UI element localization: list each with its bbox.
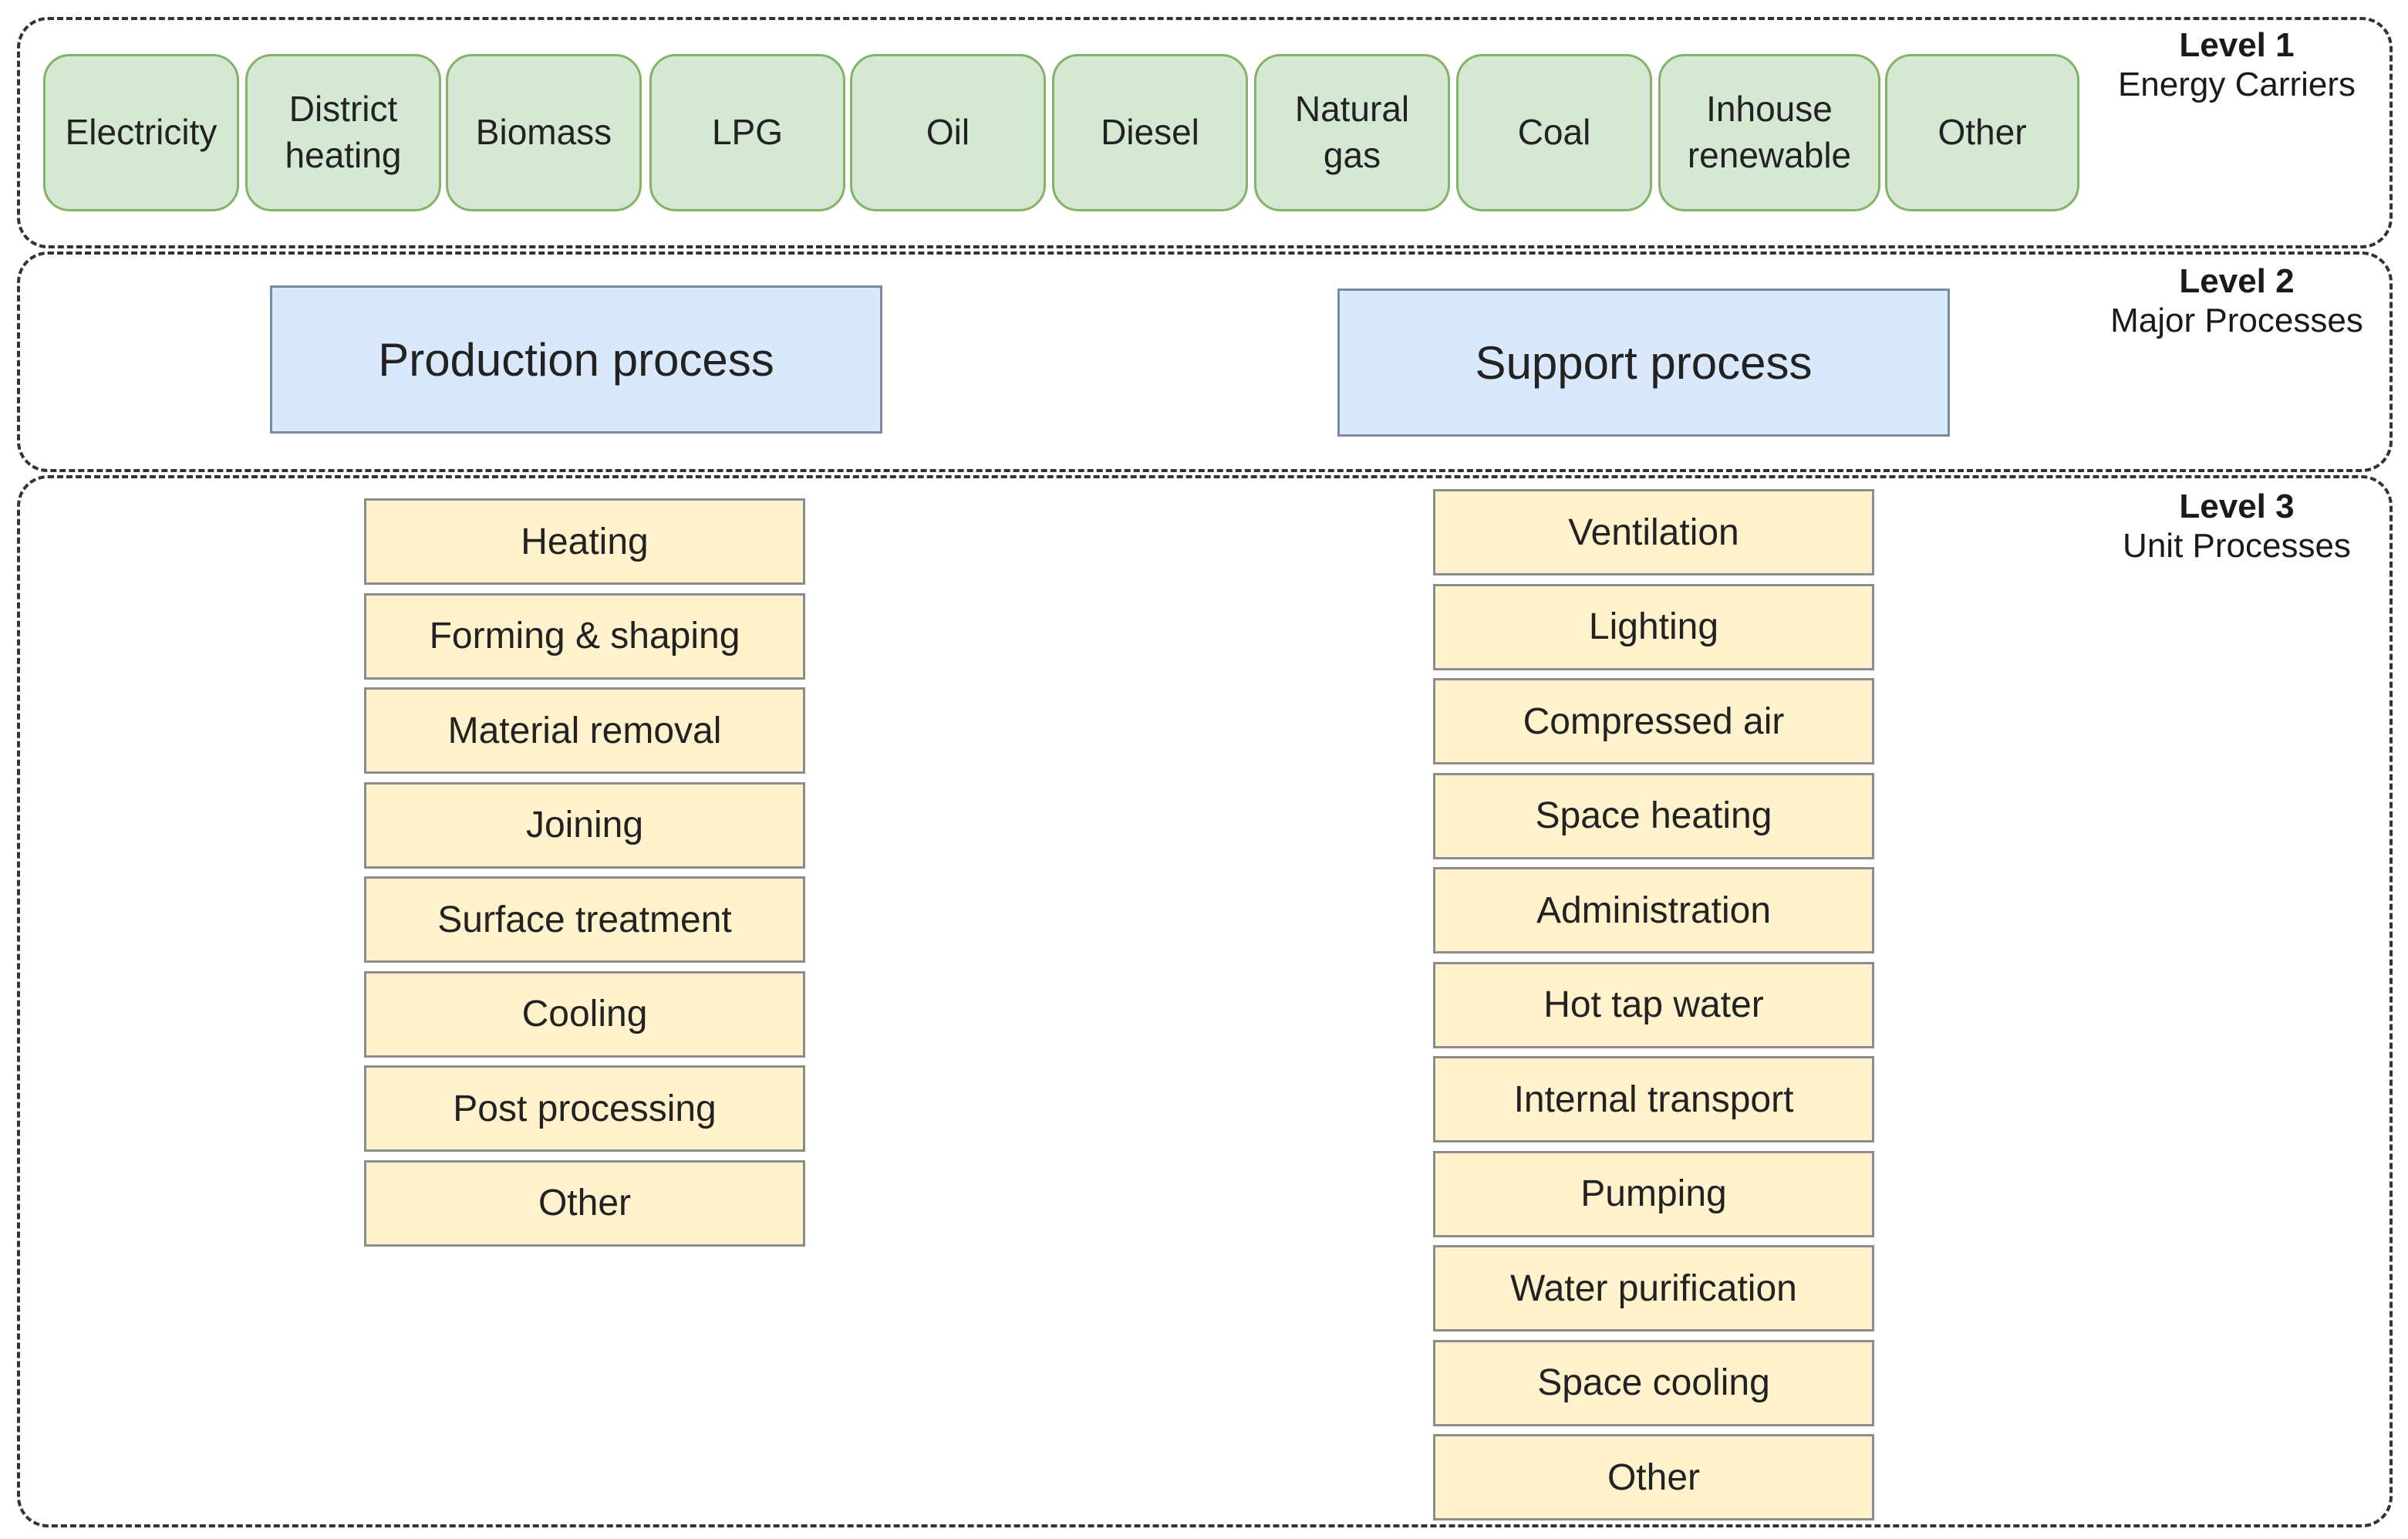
level-1-number: Level 1 (2179, 26, 2295, 64)
energy-carrier-box: Diesel (1052, 54, 1248, 211)
energy-carrier-box: Other (1885, 54, 2079, 211)
unit-process-box: Internal transport (1433, 1056, 1874, 1142)
unit-process-box: Heating (364, 498, 805, 585)
unit-process-box: Compressed air (1433, 678, 1874, 764)
level-1-label: Level 1 Energy Carriers (2083, 26, 2391, 104)
unit-process-box: Other (1433, 1434, 1874, 1520)
unit-process-box: Space heating (1433, 772, 1874, 859)
level-2-frame (17, 251, 2393, 472)
energy-carrier-box: Oil (850, 54, 1046, 211)
level-2-label: Level 2 Major Processes (2083, 262, 2391, 340)
support-process-box: Support process (1337, 289, 1950, 437)
energy-carrier-box: Biomass (446, 54, 642, 211)
unit-process-box: Surface treatment (364, 876, 805, 963)
unit-process-box: Material removal (364, 687, 805, 774)
level-2-number: Level 2 (2179, 262, 2295, 300)
energy-carrier-box: Natural gas (1254, 54, 1450, 211)
level-3-number: Level 3 (2179, 488, 2295, 525)
production-process-box: Production process (270, 285, 882, 434)
unit-process-box: Other (364, 1159, 805, 1247)
unit-process-box: Space cooling (1433, 1339, 1874, 1426)
energy-carrier-box: Inhouse renewable (1658, 54, 1880, 211)
energy-carrier-box: District heating (245, 54, 441, 211)
unit-process-box: Cooling (364, 970, 805, 1058)
level-1-frame (17, 17, 2393, 248)
unit-process-box: Joining (364, 781, 805, 869)
level-3-frame (17, 475, 2393, 1527)
level-3-title: Unit Processes (2123, 526, 2351, 565)
energy-carrier-box: Electricity (43, 54, 239, 211)
unit-process-box: Pumping (1433, 1150, 1874, 1237)
level-1-title: Energy Carriers (2117, 65, 2356, 103)
unit-process-box: Ventilation (1433, 489, 1874, 575)
unit-process-box: Forming & shaping (364, 592, 805, 680)
energy-carrier-box: Coal (1456, 54, 1652, 211)
unit-process-box: Water purification (1433, 1245, 1874, 1331)
level-2-title: Major Processes (2110, 301, 2363, 339)
energy-carrier-box: LPG (649, 54, 845, 211)
level-3-label: Level 3 Unit Processes (2083, 488, 2391, 565)
unit-process-box: Administration (1433, 867, 1874, 953)
unit-process-box: Lighting (1433, 583, 1874, 670)
unit-process-box: Post processing (364, 1065, 805, 1152)
unit-process-box: Hot tap water (1433, 961, 1874, 1048)
